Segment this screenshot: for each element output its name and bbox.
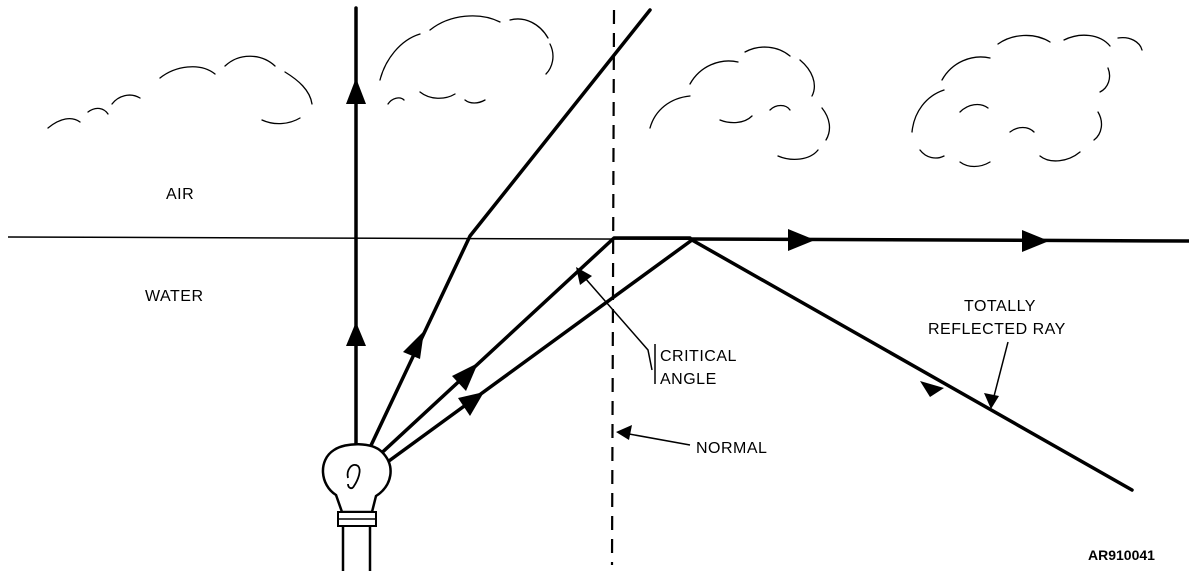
refracted-ray bbox=[366, 10, 650, 456]
critical-angle-leader bbox=[578, 270, 652, 370]
arrow-refracted bbox=[403, 331, 424, 359]
light-bulb-icon bbox=[323, 444, 391, 571]
normal-label: NORMAL bbox=[696, 440, 767, 457]
arrow-surface-2 bbox=[1022, 230, 1049, 252]
reflected-leader bbox=[992, 342, 1008, 404]
surface-ray bbox=[690, 239, 1189, 241]
water-label: WATER bbox=[145, 288, 204, 305]
arrow-incident-reflected bbox=[458, 392, 484, 416]
normal-leader-arrowhead bbox=[616, 425, 632, 440]
arrow-vertical-lower bbox=[346, 322, 366, 346]
arrow-critical bbox=[452, 363, 478, 391]
totally-reflected-label-line2: REFLECTED RAY bbox=[928, 321, 1066, 338]
air-label: AIR bbox=[166, 186, 194, 203]
critical-angle-label-line2: ANGLE bbox=[660, 371, 717, 388]
arrow-surface-1 bbox=[788, 229, 815, 251]
normal-line bbox=[612, 10, 614, 565]
clouds bbox=[48, 16, 1142, 167]
totally-reflected-label-line1: TOTALLY bbox=[964, 298, 1036, 315]
figure-id-label: AR910041 bbox=[1088, 547, 1155, 563]
arrow-reflected bbox=[920, 381, 944, 397]
critical-angle-label-line1: CRITICAL bbox=[660, 348, 737, 365]
arrow-vertical-upper bbox=[346, 78, 366, 104]
